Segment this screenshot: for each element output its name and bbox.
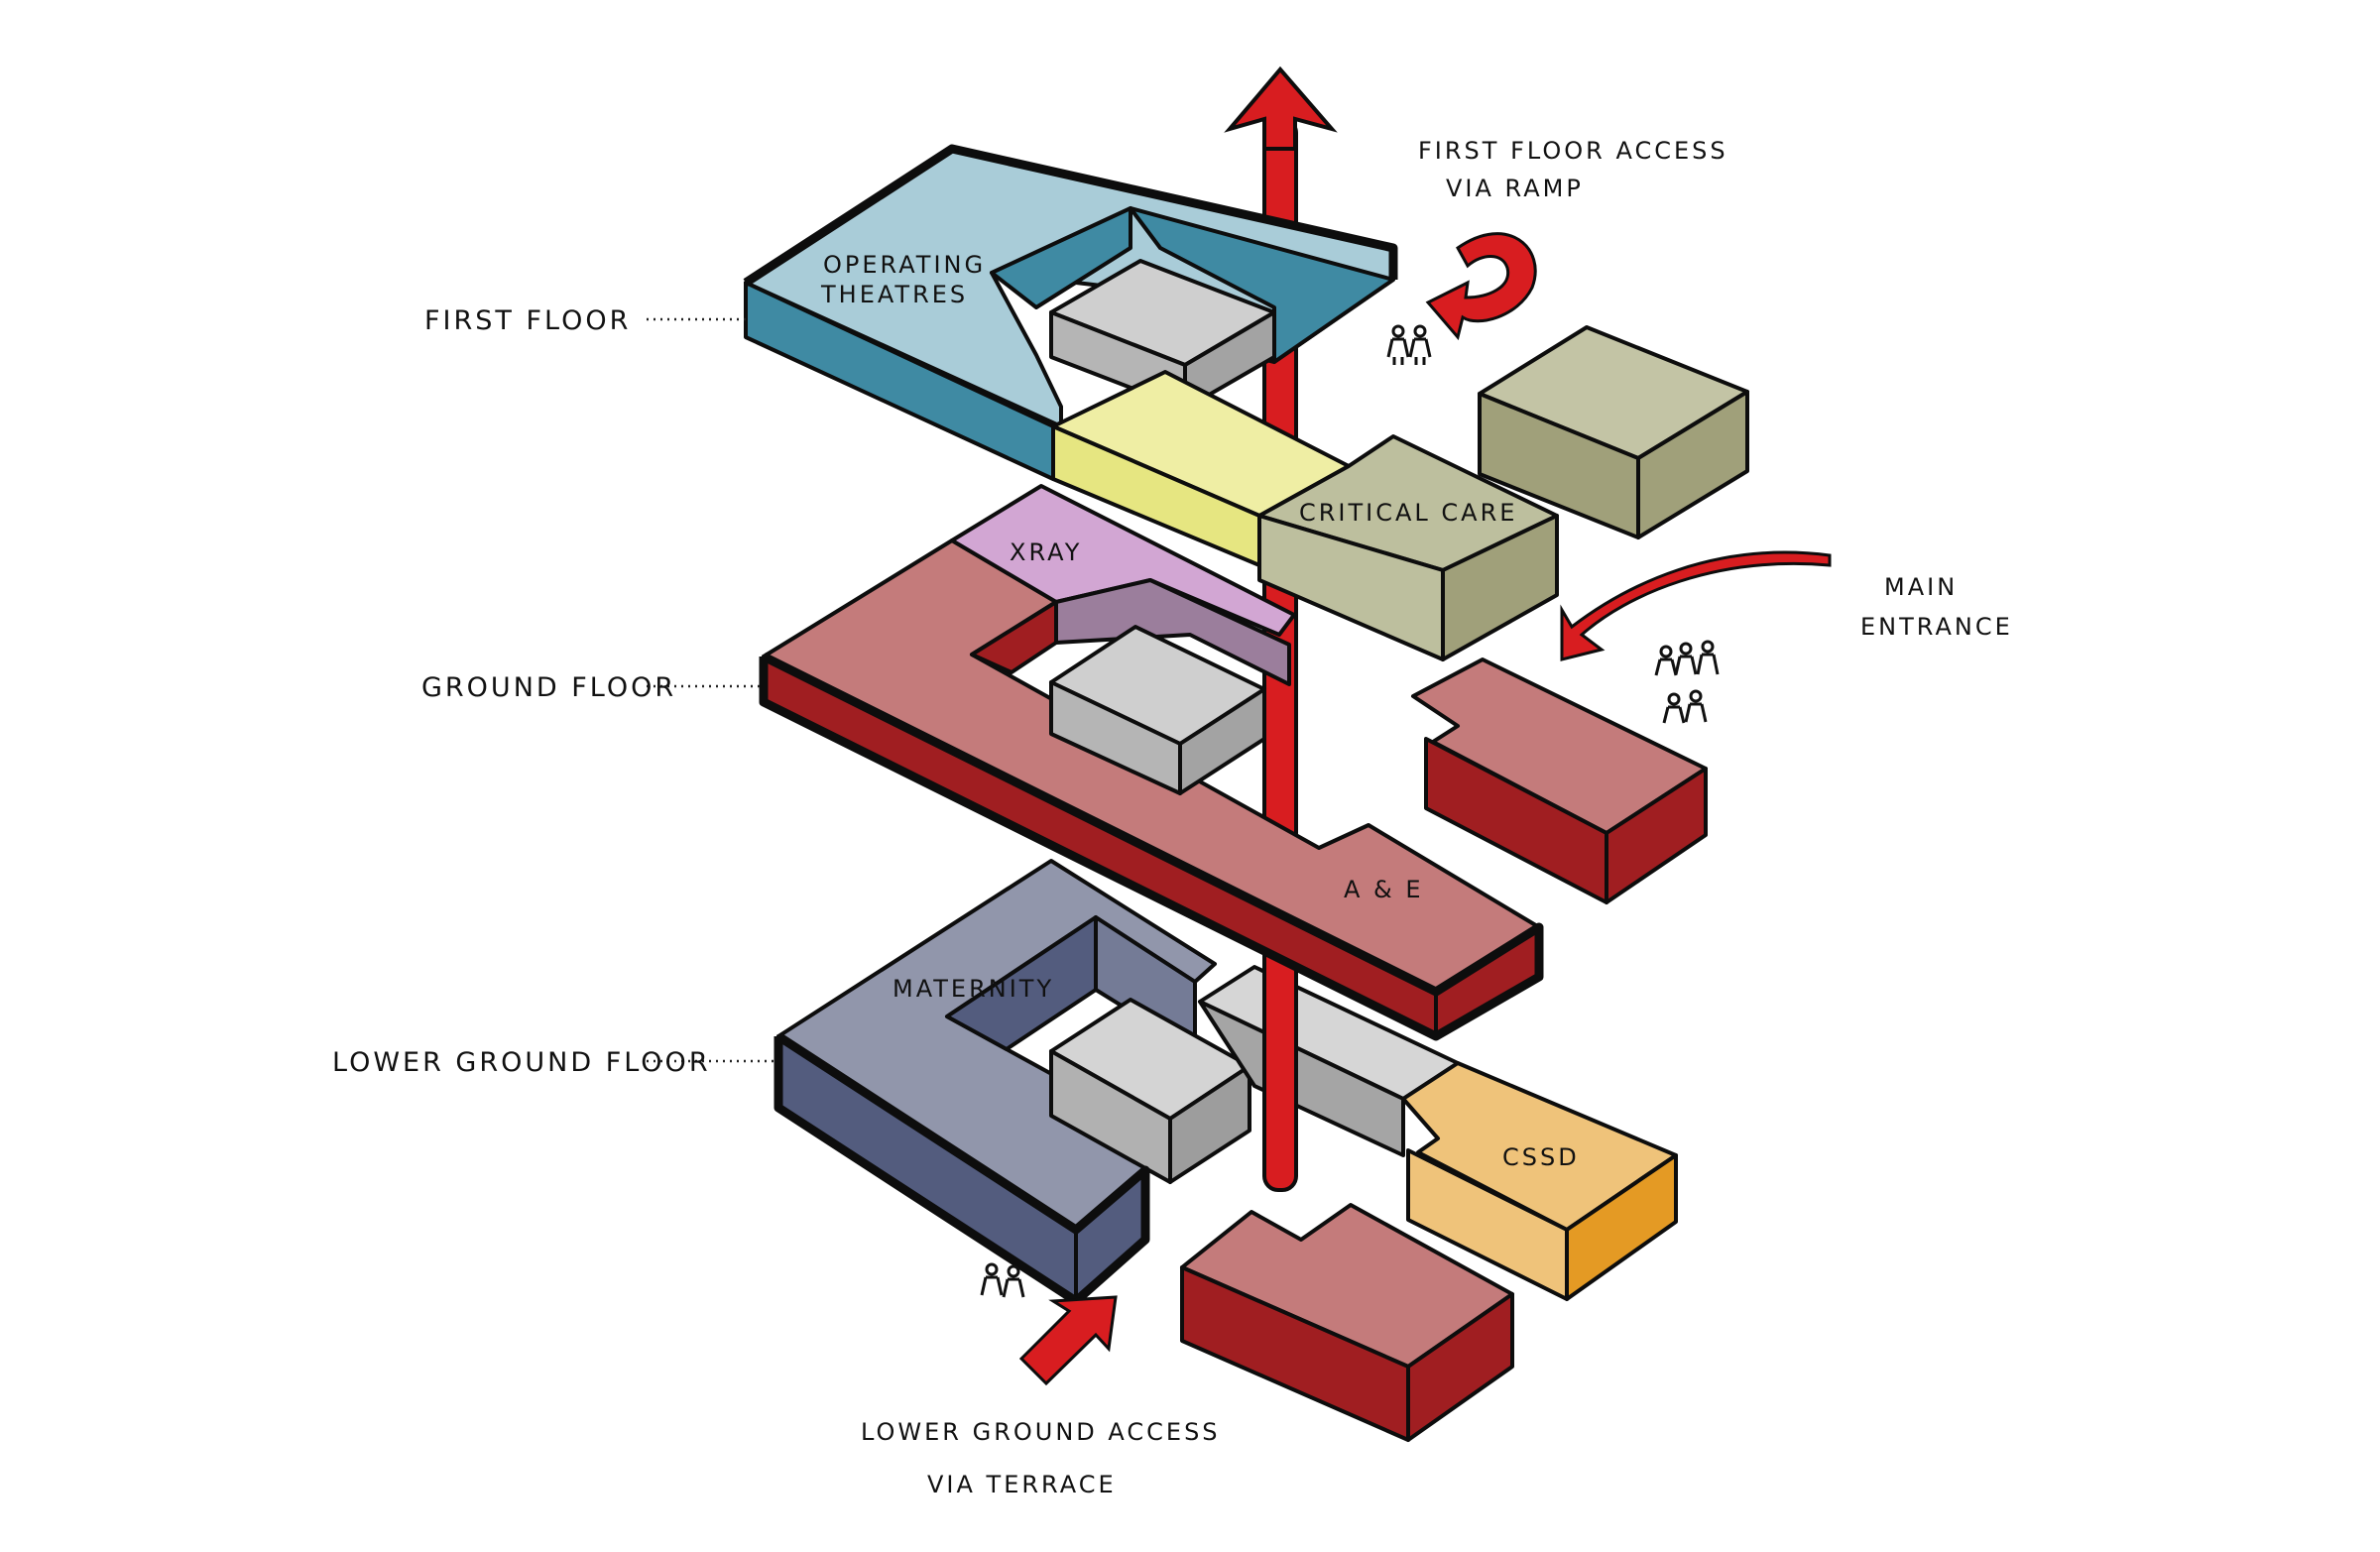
- arrow-head: [1224, 65, 1338, 151]
- lower-ground-floor-level: [774, 859, 1678, 1442]
- entrance-red-block-right: [1605, 767, 1708, 904]
- people-icon-main: [1654, 640, 1720, 724]
- xray-label: XRAY: [1010, 538, 1082, 566]
- access-arrows: [1018, 232, 1832, 1386]
- lower-ground-floor-label: LOWER GROUND FLOOR: [332, 1047, 711, 1078]
- critical-care-label: CRITICAL CARE: [1299, 499, 1517, 527]
- first-floor-label: FIRST FLOOR: [424, 305, 631, 336]
- people-icon-first: [1386, 324, 1432, 365]
- lower-red-block-right: [1406, 1292, 1514, 1442]
- ae-label: A & E: [1344, 876, 1424, 903]
- people-icon-lower: [980, 1262, 1025, 1298]
- first-access-label-2: VIA RAMP: [1446, 175, 1584, 202]
- lower-access-arrow: [1018, 1295, 1118, 1386]
- operating-theatres-label-1: OPERATING: [823, 251, 986, 279]
- ground-outline: [759, 652, 1544, 1041]
- people-icons: [980, 324, 1720, 1298]
- first-access-label-1: FIRST FLOOR ACCESS: [1418, 137, 1728, 165]
- cssd-right: [1565, 1153, 1678, 1301]
- main-entrance-label-1: MAIN: [1884, 573, 1958, 601]
- ground-floor-label: GROUND FLOOR: [421, 672, 676, 703]
- first-outline: [743, 144, 1398, 287]
- operating-theatres-label-2: THEATRES: [820, 281, 968, 308]
- access-annotations: FIRST FLOOR ACCESS VIA RAMP MAIN ENTRANC…: [861, 137, 2013, 1498]
- main-entrance-label-2: ENTRANCE: [1860, 613, 2013, 641]
- ramp-arrow: [1425, 232, 1537, 341]
- lower-core-right: [1168, 1064, 1251, 1184]
- floor-leaders: [647, 317, 777, 1063]
- main-entrance-arrow: [1560, 550, 1832, 661]
- lower-access-label-1: LOWER GROUND ACCESS: [861, 1418, 1221, 1446]
- ramp-block-right: [1636, 390, 1749, 539]
- maternity-label: MATERNITY: [892, 975, 1054, 1003]
- ground-floor-level: [759, 484, 1708, 1041]
- lower-access-label-2: VIA TERRACE: [927, 1471, 1117, 1498]
- lower-link-front: [1198, 1000, 1405, 1157]
- maternity-outline: [774, 1032, 1150, 1306]
- ground-core-right: [1178, 687, 1266, 795]
- floor-labels: FIRST FLOOR GROUND FLOOR LOWER GROUND FL…: [332, 305, 711, 1078]
- xray-inner-wall: [1054, 578, 1291, 686]
- critical-care-right: [1441, 514, 1559, 661]
- first-floor-level: [743, 144, 1749, 661]
- cssd-label: CSSD: [1502, 1143, 1580, 1171]
- operating-inner-wall: [990, 206, 1132, 309]
- block-labels: OPERATING THEATRES CRITICAL CARE XRAY A …: [820, 251, 1580, 1171]
